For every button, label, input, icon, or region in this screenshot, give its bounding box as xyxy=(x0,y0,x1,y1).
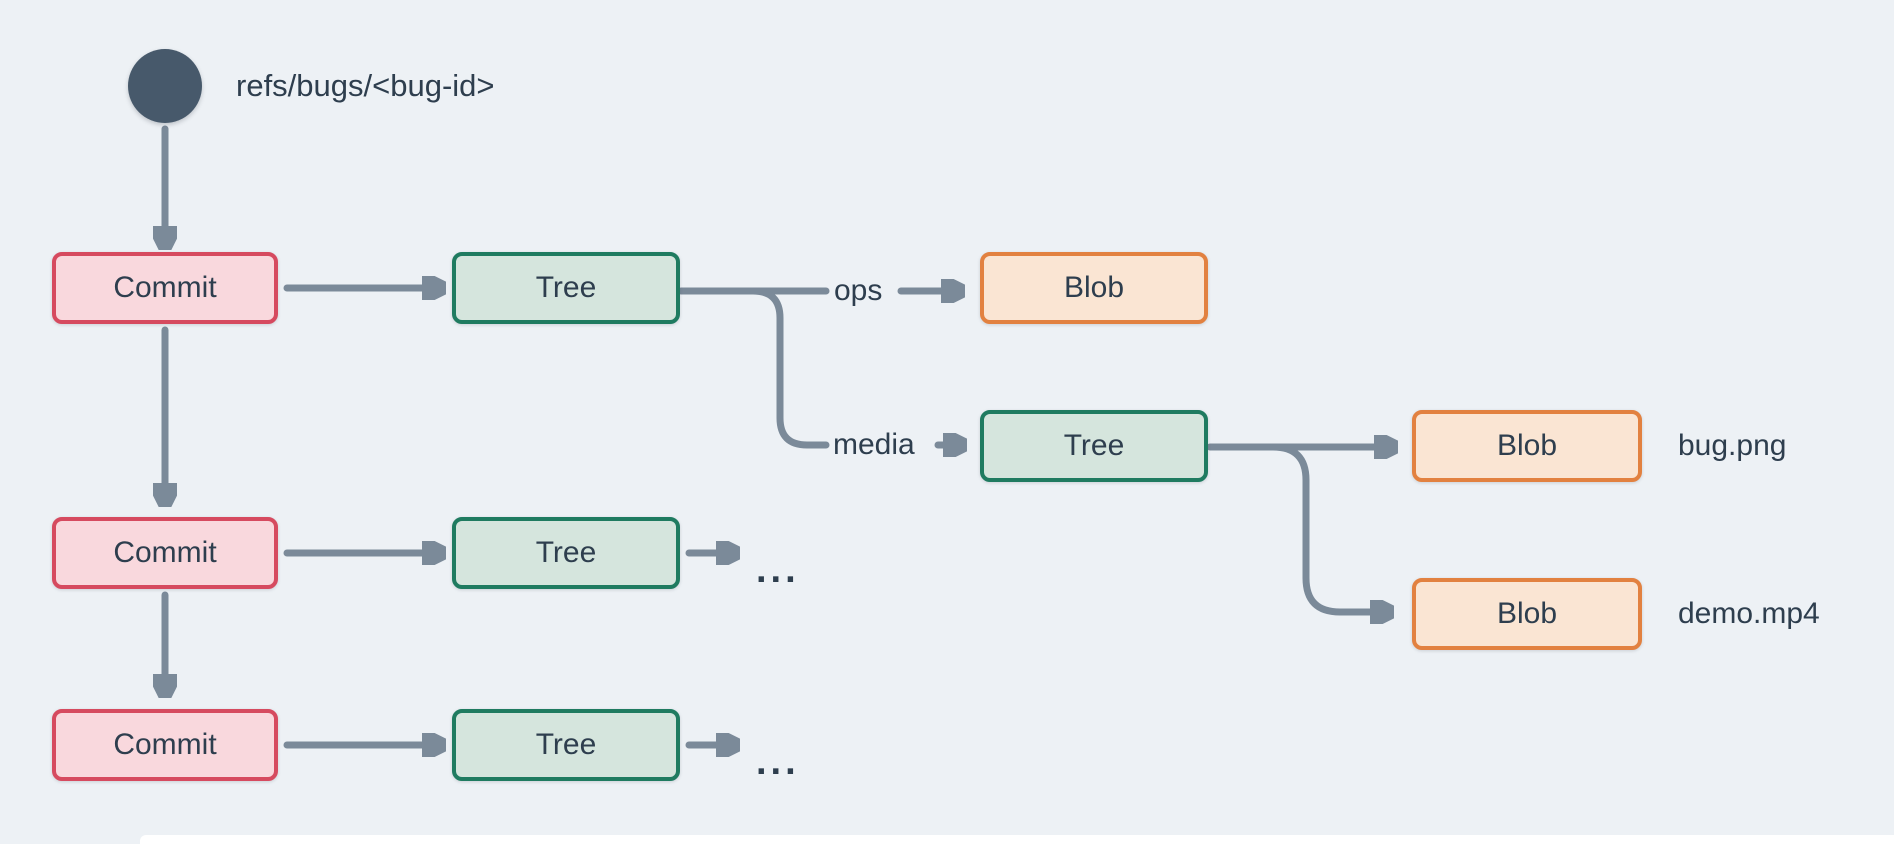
edge-label-ops: ops xyxy=(834,274,883,307)
edge-tree2-branch-to-blob-demo xyxy=(1269,443,1373,612)
ellipsis-row3: ... xyxy=(756,741,800,783)
file-label-demo-mp4: demo.mp4 xyxy=(1678,597,1820,630)
node-commit-1: Commit xyxy=(52,252,278,324)
ellipsis-row2: ... xyxy=(756,549,800,591)
node-blob-bug: Blob xyxy=(1412,410,1642,482)
node-tree-row3: Tree xyxy=(452,709,680,781)
file-label-bug-png: bug.png xyxy=(1678,429,1787,462)
node-tree-media: Tree xyxy=(980,410,1208,482)
node-blob-demo: Blob xyxy=(1412,578,1642,650)
node-tree-row2: Tree xyxy=(452,517,680,589)
node-commit-2: Commit xyxy=(52,517,278,589)
node-commit-3: Commit xyxy=(52,709,278,781)
ref-label: refs/bugs/<bug-id> xyxy=(236,68,495,103)
ref-dot-icon xyxy=(128,49,202,123)
bottom-page-strip xyxy=(140,835,1894,844)
node-tree-1: Tree xyxy=(452,252,680,324)
edge-tree1-branch-to-media xyxy=(749,287,830,449)
node-blob-ops: Blob xyxy=(980,252,1208,324)
edge-label-media: media xyxy=(833,428,915,461)
